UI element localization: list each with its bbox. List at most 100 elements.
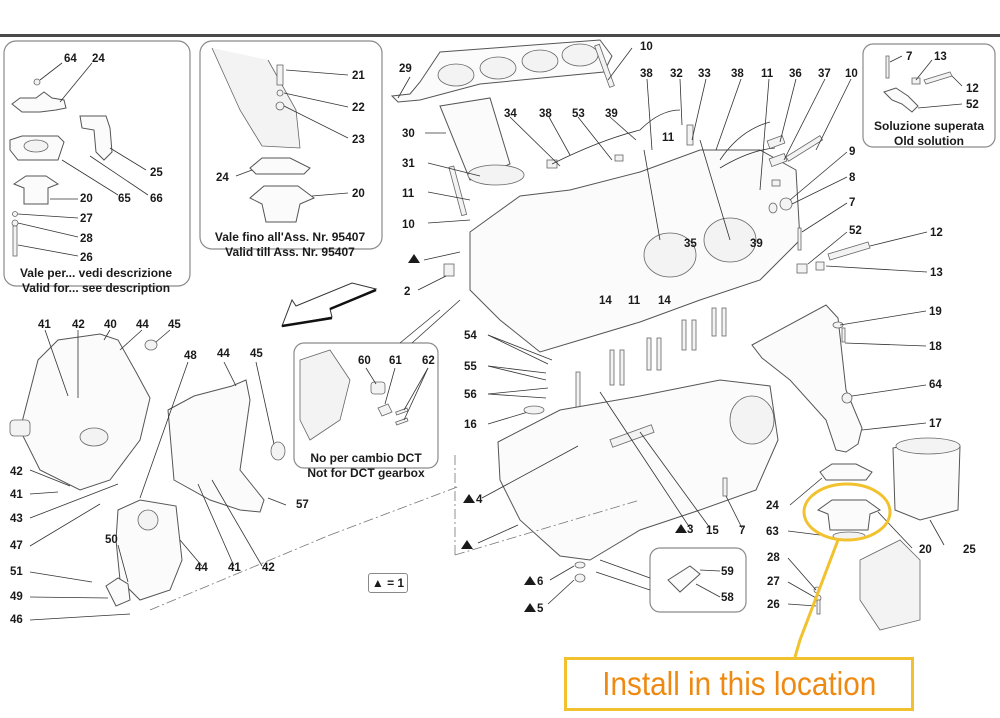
connector-part (766, 134, 786, 150)
callout-label: 48 (184, 350, 197, 362)
inset-frame (862, 43, 996, 148)
callout-label: 53 (572, 108, 585, 120)
callout-label: 7 (906, 51, 912, 63)
oil-pump-part (667, 565, 701, 593)
callout-label: 35 (684, 238, 697, 250)
inset-top-right: 7 13 12 52 Soluzione superata Old soluti… (862, 43, 996, 148)
upper-callouts: 29 30 31 11 10 10 34 38 53 39 38 32 33 3… (397, 41, 943, 279)
callout-label: 38 (539, 108, 552, 120)
callout-label: 42 (72, 319, 85, 331)
callout-label: 58 (721, 592, 734, 604)
legend-box: ▲ = 1 (368, 573, 408, 593)
callout-label: 45 (168, 319, 181, 331)
inset-caption-en: Not for DCT gearbox (307, 466, 425, 480)
screw-part (395, 417, 409, 426)
callout-label: 37 (818, 68, 831, 80)
callout-label: 17 (929, 418, 942, 430)
washer-part (832, 321, 844, 329)
callout-label: 26 (80, 252, 93, 264)
bracket-part (249, 157, 311, 175)
callout-label: 27 (80, 213, 93, 225)
callout-label: 12 (966, 83, 979, 95)
direction-arrow (281, 282, 378, 328)
callout-label: 22 (352, 102, 365, 114)
callout-label: 54 (464, 330, 477, 342)
callout-label: 7 (739, 525, 745, 537)
callout-label: 39 (605, 108, 618, 120)
callout-label: 31 (402, 158, 415, 170)
inset-frame (649, 547, 747, 613)
engine-mount-assembly: 19 18 64 17 24 63 20 25 28 27 26 (751, 304, 976, 658)
seal-part (768, 202, 778, 214)
inset-caption-en: Valid till Ass. Nr. 95407 (225, 245, 355, 259)
callout-label: 40 (104, 319, 117, 331)
axis-line (454, 499, 641, 556)
callout-label: 12 (930, 227, 943, 239)
pin-part (923, 71, 953, 85)
callout-label: 59 (721, 566, 734, 578)
callout-label: 44 (217, 348, 230, 360)
callout-label: 14 (658, 295, 671, 307)
bolt-part (797, 227, 802, 251)
inset-caption-it: Vale fino all'Ass. Nr. 95407 (215, 230, 366, 244)
inset-caption-it: No per cambio DCT (310, 451, 422, 465)
nut-part (33, 78, 41, 86)
pump-cover (105, 577, 131, 607)
washer-part (11, 219, 19, 227)
callout-label: 10 (402, 219, 415, 231)
callout-label: 66 (150, 193, 163, 205)
callout-label: 20 (919, 544, 932, 556)
callout-label: 13 (930, 267, 943, 279)
cover-opening (79, 427, 109, 447)
callout-label: 64 (929, 379, 942, 391)
bell-housing-bore (729, 395, 775, 445)
callout-label: 33 (698, 68, 711, 80)
gasket-bore (521, 49, 559, 73)
callout-label: 30 (402, 128, 415, 140)
plug-part (574, 573, 586, 583)
washer-part (574, 561, 586, 569)
callout-label: 36 (789, 68, 802, 80)
engine-mount-part (12, 175, 60, 205)
bracket-part (883, 87, 919, 113)
sleeve-part (796, 263, 808, 274)
sensor-wire (551, 109, 681, 165)
crankcase-upper (469, 149, 801, 353)
main-bolts (575, 307, 727, 413)
mount-bracket (819, 463, 873, 481)
inset-top-left: 64 24 25 65 66 20 27 28 26 Vale per... v… (3, 40, 191, 295)
plug-part (443, 263, 455, 277)
callout-label: 42 (262, 562, 275, 574)
callout-label: 24 (766, 500, 779, 512)
callout-label: 51 (10, 566, 23, 578)
callout-label: 41 (228, 562, 241, 574)
callout-label: 28 (80, 233, 93, 245)
callout-label: 41 (38, 319, 51, 331)
pin-part (827, 241, 871, 261)
water-inlet (9, 419, 31, 437)
top-rule (0, 34, 1000, 37)
callout-label: 65 (118, 193, 131, 205)
timing-cover (19, 333, 151, 491)
sensor-wire (719, 121, 771, 161)
oring-part (523, 405, 545, 415)
callout-label: 24 (92, 53, 105, 65)
gasket-bore (479, 56, 517, 80)
oring-part (270, 441, 286, 461)
callout-label: 16 (464, 419, 477, 431)
callout-label: 24 (216, 172, 229, 184)
bolt-part (12, 225, 18, 257)
highlight-pointer (793, 539, 840, 658)
callout-label: 25 (963, 544, 976, 556)
legend-text: ▲ = 1 (371, 576, 405, 590)
arm-part (211, 47, 301, 149)
callout-label: 41 (10, 489, 23, 501)
bracket-part (11, 91, 67, 113)
callout-label: 49 (10, 591, 23, 603)
gasket-bore (561, 43, 599, 67)
triangle-marker (461, 540, 473, 549)
callout-label: 32 (670, 68, 683, 80)
triangle-marker (463, 494, 475, 503)
axis-line (329, 485, 461, 536)
